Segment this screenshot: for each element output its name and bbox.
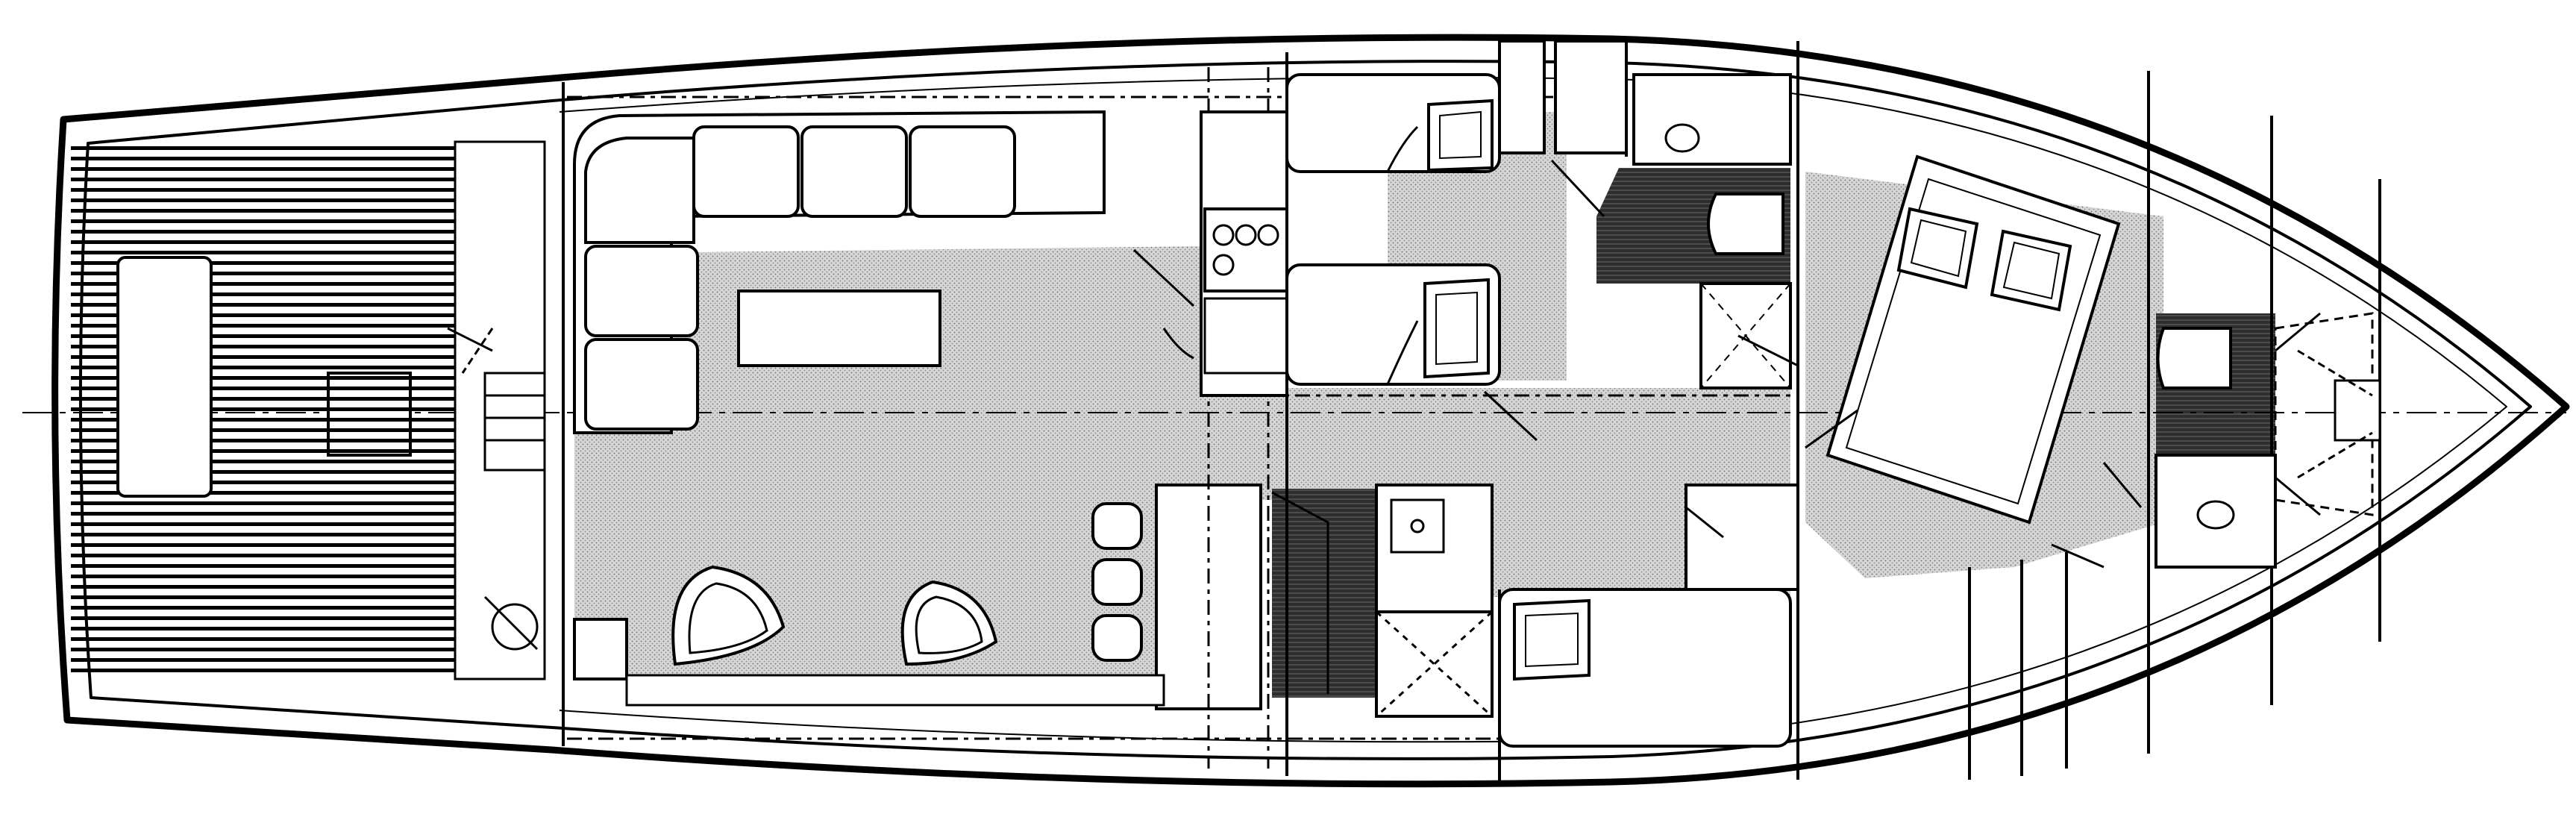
fwd-door-2 [2275,476,2321,516]
pillow-lower [1513,598,1591,681]
burner-4 [1212,254,1235,276]
guest-door-swing [1550,159,1605,218]
salon-chair-1-inner [688,582,768,654]
salon [573,110,1262,710]
mid-head-counter [1632,73,1792,166]
burner-1 [1212,224,1235,246]
mid-head [1632,73,1799,389]
salon-chair-2-inner [915,595,983,654]
master-door-swing-3 [2051,543,2105,569]
master-door-swing [1805,409,1858,449]
bar-stool-3 [1091,614,1143,662]
settee-cushion-5 [909,125,1016,218]
forepeak [2274,312,2381,516]
hull [51,34,2570,788]
closet-1 [1498,40,1546,154]
bulkheads [562,41,2381,783]
galley-door-swing [1132,248,1195,307]
mid-head-toilet [1707,193,1784,255]
master-stateroom [1805,154,2143,569]
pillow-upper-2-inner [1435,291,1478,366]
hull-outer [51,34,2570,788]
pillow-master-2 [1990,229,2072,312]
pillow-upper-1 [1427,98,1494,172]
galley-fridge [1203,297,1288,375]
settee-corner-cushion [584,137,695,244]
ladder [483,372,546,472]
stairwell-floor [1272,489,1376,698]
fwd-door [2275,312,2321,352]
salon-sill-left [573,618,628,680]
closet-2 [1554,40,1628,154]
galley [1132,110,1288,397]
settee-cushion-2 [584,338,699,431]
settee-cushion-3 [692,125,800,218]
fish-box-hatch [116,256,213,498]
deck-hatch-square [327,372,412,457]
companionway-stairs [1271,484,1494,718]
aft-door-swing [461,328,494,374]
mid-head-door [1737,334,1799,367]
fwd-toilet [2156,327,2232,389]
guest-door-2 [1483,390,1538,442]
settee-cushion-1 [584,245,699,337]
lower-cabinet [1685,484,1799,591]
salon-floor [574,246,1201,675]
salon-chair-1 [671,565,786,666]
pillow-master-2-inner [2002,241,2061,300]
bar-stool-2 [1091,558,1143,606]
corridor-floor [1201,388,1790,500]
aft-door-bottom [483,595,539,651]
pillow-lower-inner [1525,612,1579,668]
anchor-well [2334,379,2381,442]
hull-inner [78,60,2532,760]
hull-gunwale [559,76,2507,743]
lower-door [1685,506,1724,539]
burner-2 [1235,224,1257,246]
burner-3 [1257,224,1279,246]
aft-deck-details [116,140,546,680]
upper-berth-1-fold [1386,125,1419,172]
upper-berth-2-fold [1386,320,1419,385]
stove [1203,207,1288,292]
pillow-upper-1-inner [1439,110,1482,160]
galley-door-arc [1162,328,1194,360]
pillow-upper-2 [1423,278,1490,379]
guest-berths [1285,40,1628,442]
stair-rail [1271,491,1329,694]
settee-cushion-4 [800,125,908,218]
forepeak-locker [2274,312,2374,516]
master-bed-inner [1845,178,2102,505]
fwd-head-sink [2196,500,2235,530]
lower-guest-cabin [1498,484,1799,748]
forward-head [2154,312,2321,569]
master-door-swing-2 [2102,462,2143,508]
mid-head-sink [1664,123,1700,153]
coffee-table [737,290,941,367]
bar-stool-1 [1091,502,1143,550]
salon-aft-bar [625,674,1165,707]
mid-shower-x2 [1700,283,1791,389]
pillow-master-1-inner [1910,219,1967,278]
